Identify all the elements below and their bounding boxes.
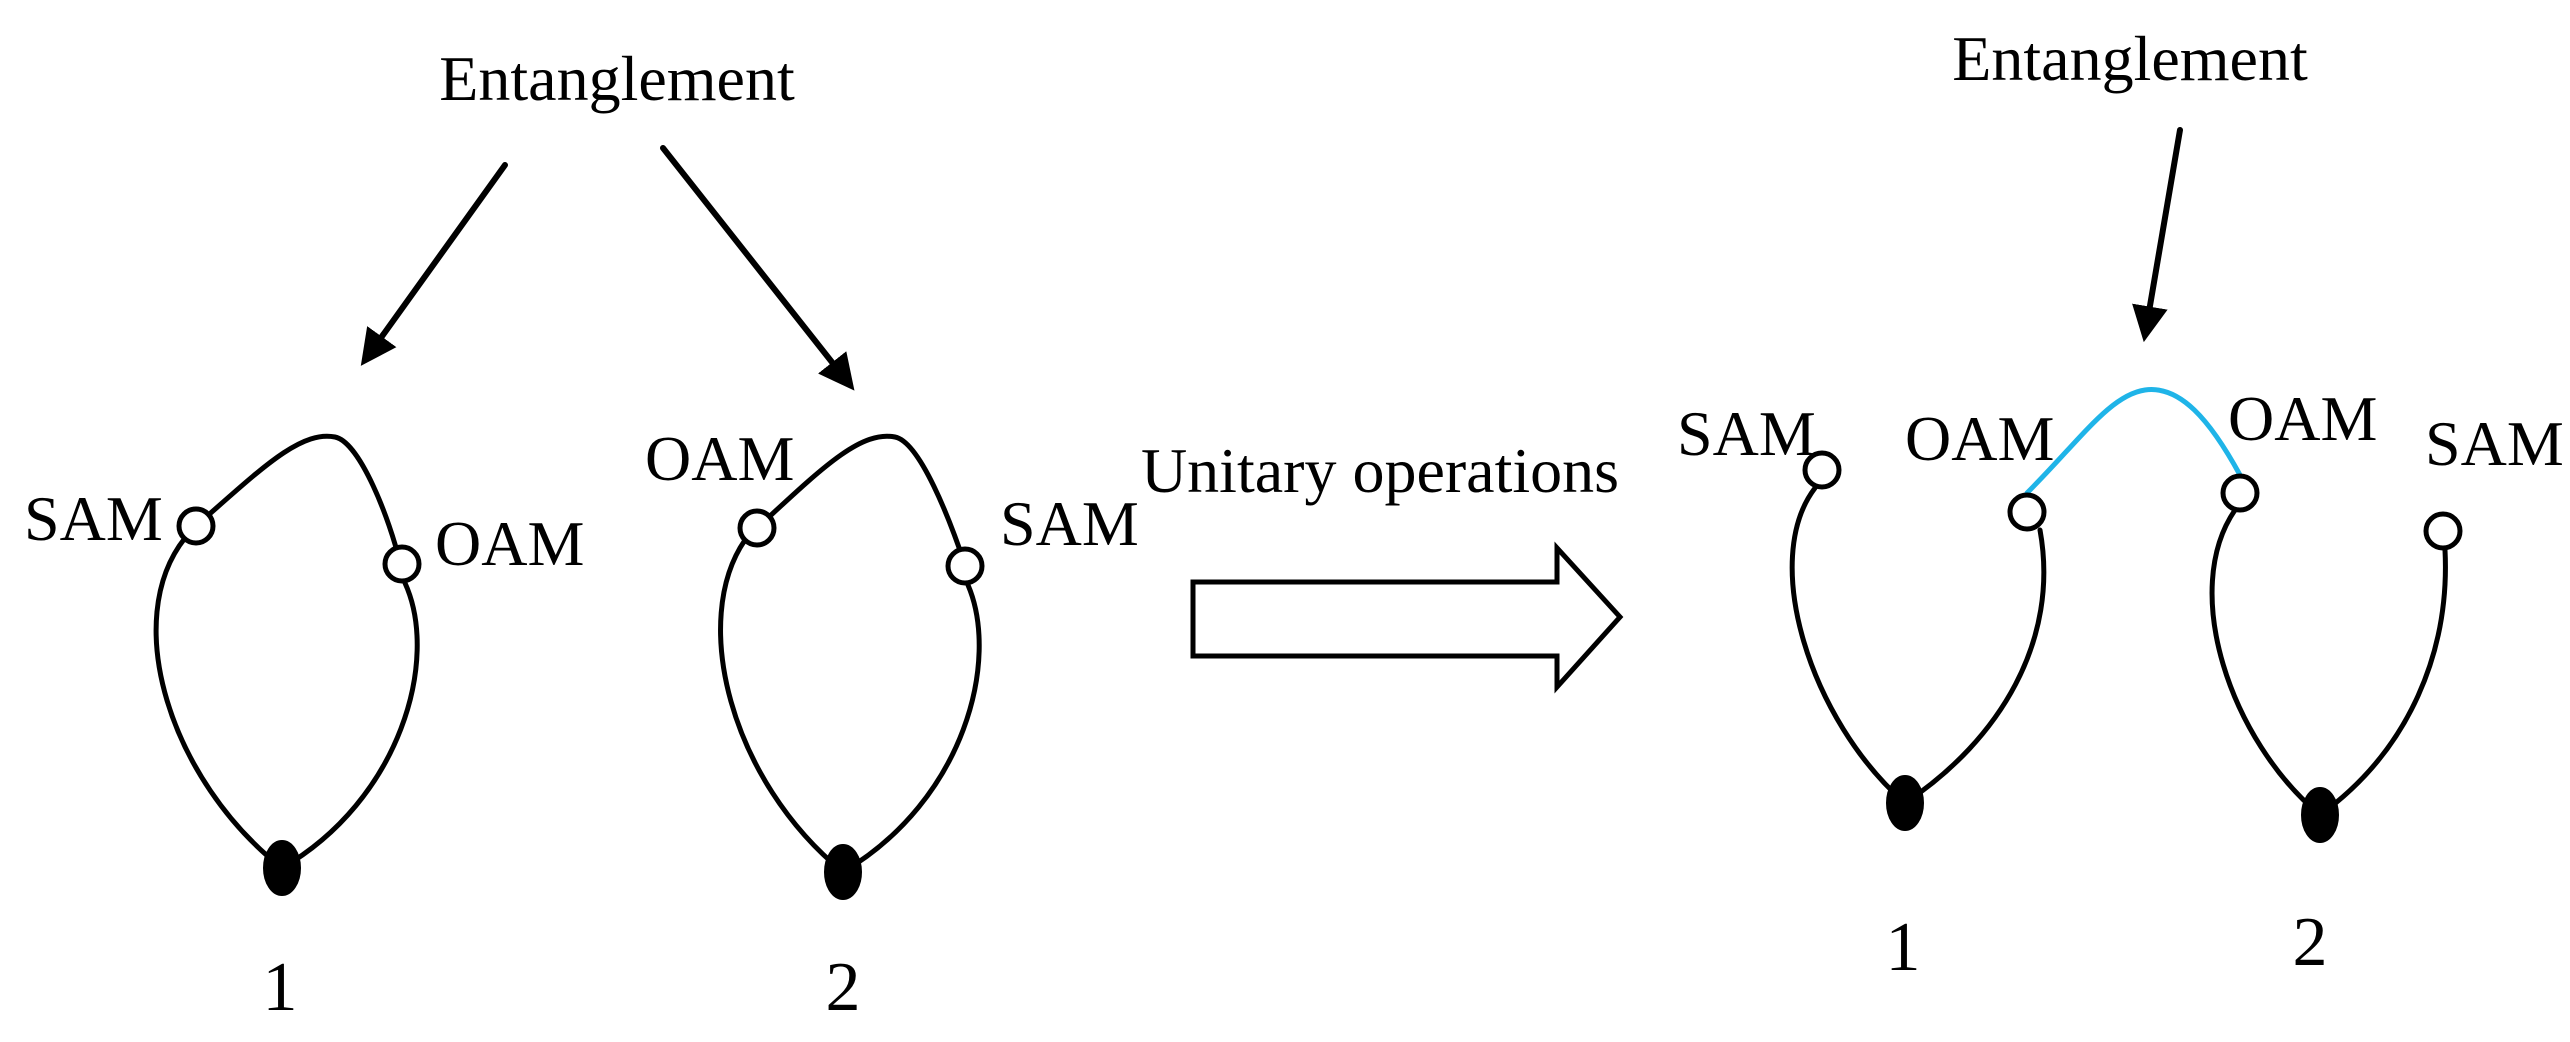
right-photon-1: SAM OAM 1 — [1677, 398, 2054, 986]
left-entanglement-label: Entanglement — [439, 43, 795, 114]
right-photon-2-sam-label: SAM — [2425, 408, 2564, 479]
right-photon-2: OAM SAM 2 — [2209, 383, 2564, 981]
right-photon-2-oam-label: OAM — [2228, 383, 2377, 454]
left-photon-1-right-arc — [279, 580, 420, 871]
left-photon-2-oam-node — [737, 508, 777, 548]
left-photon-2-base-node — [824, 844, 862, 900]
left-photon-1-sam-label: SAM — [24, 483, 163, 554]
left-panel: Entanglement SAM OAM 1 OAM SAM 2 — [24, 43, 1139, 1026]
left-photon-2-top-arc — [754, 433, 968, 568]
right-photon-2-right-arc — [2317, 547, 2448, 818]
right-entanglement-label: Entanglement — [1952, 23, 2308, 94]
right-photon-1-oam-label: OAM — [1905, 403, 2054, 474]
unitary-operations-label: Unitary operations — [1141, 435, 1619, 506]
left-photon-1-sam-node — [176, 506, 216, 546]
right-panel: Entanglement SAM OAM 1 OAM SAM 2 — [1677, 23, 2564, 986]
right-photon-1-left-arc — [1789, 485, 1908, 806]
left-entanglement-arrow-2 — [660, 145, 855, 391]
transform: Unitary operations — [1141, 435, 1624, 694]
left-photon-1-oam-label: OAM — [435, 508, 584, 579]
left-photon-1-top-arc — [194, 433, 403, 566]
left-photon-2-number: 2 — [826, 949, 861, 1026]
right-photon-1-base-node — [1886, 775, 1924, 831]
left-photon-2-left-arc — [718, 537, 846, 875]
left-photon-1: SAM OAM 1 — [24, 433, 584, 1026]
right-photon-2-number: 2 — [2293, 904, 2328, 981]
transform-block-arrow — [1190, 541, 1624, 694]
left-photon-1-base-node — [263, 840, 301, 896]
left-photon-2-sam-label: SAM — [1000, 488, 1139, 559]
right-photon-1-sam-node — [1802, 450, 1842, 490]
right-photon-1-number: 1 — [1886, 909, 1921, 986]
right-entanglement-arrow — [2132, 127, 2183, 343]
left-photon-2-right-arc — [840, 582, 982, 875]
right-photon-1-sam-label: SAM — [1677, 398, 1816, 469]
right-photon-2-base-node — [2301, 787, 2339, 843]
left-photon-2: OAM SAM 2 — [645, 423, 1139, 1026]
right-photon-2-left-arc — [2209, 507, 2323, 818]
left-photon-2-oam-label: OAM — [645, 423, 794, 494]
oam-entanglement-link — [2024, 387, 2243, 496]
left-photon-1-number: 1 — [263, 949, 298, 1026]
left-photon-1-left-arc — [153, 535, 285, 871]
right-photon-2-sam-node — [2423, 511, 2463, 551]
left-photon-1-oam-node — [382, 544, 422, 584]
left-entanglement-arrow-1 — [360, 162, 508, 366]
right-photon-1-right-arc — [1902, 527, 2047, 806]
right-photon-2-oam-node — [2220, 473, 2260, 513]
left-photon-2-sam-node — [945, 546, 985, 586]
right-photon-1-oam-node — [2007, 492, 2047, 532]
